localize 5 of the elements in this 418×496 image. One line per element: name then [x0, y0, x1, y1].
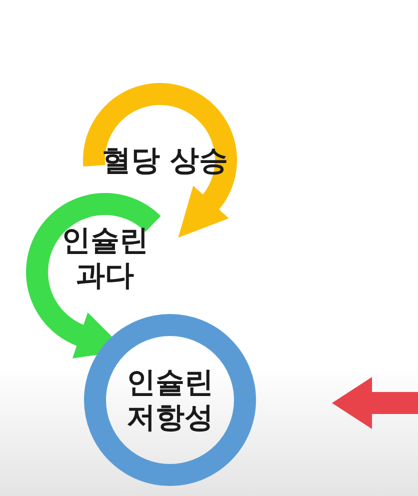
curved-arrow: [83, 83, 237, 238]
node-label: 인슐린 과다: [60, 223, 150, 293]
curved-arrow: [26, 193, 162, 358]
ring-node: [84, 314, 256, 486]
node-label: 인슐린 저항성: [126, 365, 214, 435]
